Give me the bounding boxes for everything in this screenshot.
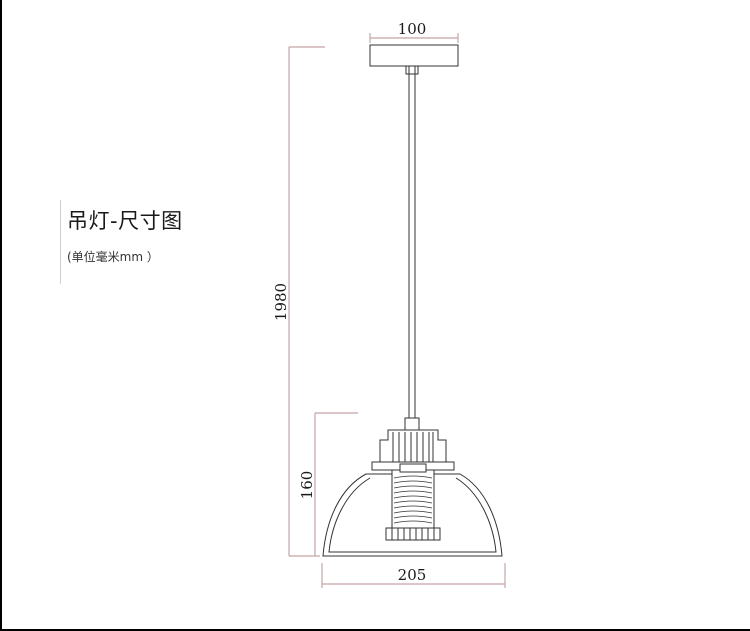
thread [393,505,433,509]
unit-note: (单位毫米mm ） [67,250,159,264]
ceiling-canopy [369,44,459,67]
page-title: 吊灯-尺寸图 [67,209,183,233]
canopy-connector [405,65,419,75]
socket-bottom-collar [385,527,441,541]
shade-height-label: 160 [298,471,316,500]
thread [393,520,433,524]
lamp-socket [391,469,435,529]
dome-shade-inner [328,477,497,553]
socket-top-ring [399,463,427,473]
lamp-outline [322,44,503,557]
thread [393,500,433,504]
thread [393,490,433,494]
thread [393,475,433,479]
cord-grip [404,417,420,431]
canopy-width-label: 100 [398,20,427,38]
shade-width-label: 205 [398,566,427,584]
thread [393,515,433,519]
total-height-label: 1980 [272,283,290,321]
socket-threads [393,475,433,524]
dimension-lines [288,33,506,588]
thread [393,495,433,499]
thread [393,480,433,484]
thread [393,510,433,514]
title-divider [60,200,61,284]
thread [393,485,433,489]
holder-cap [379,429,447,463]
